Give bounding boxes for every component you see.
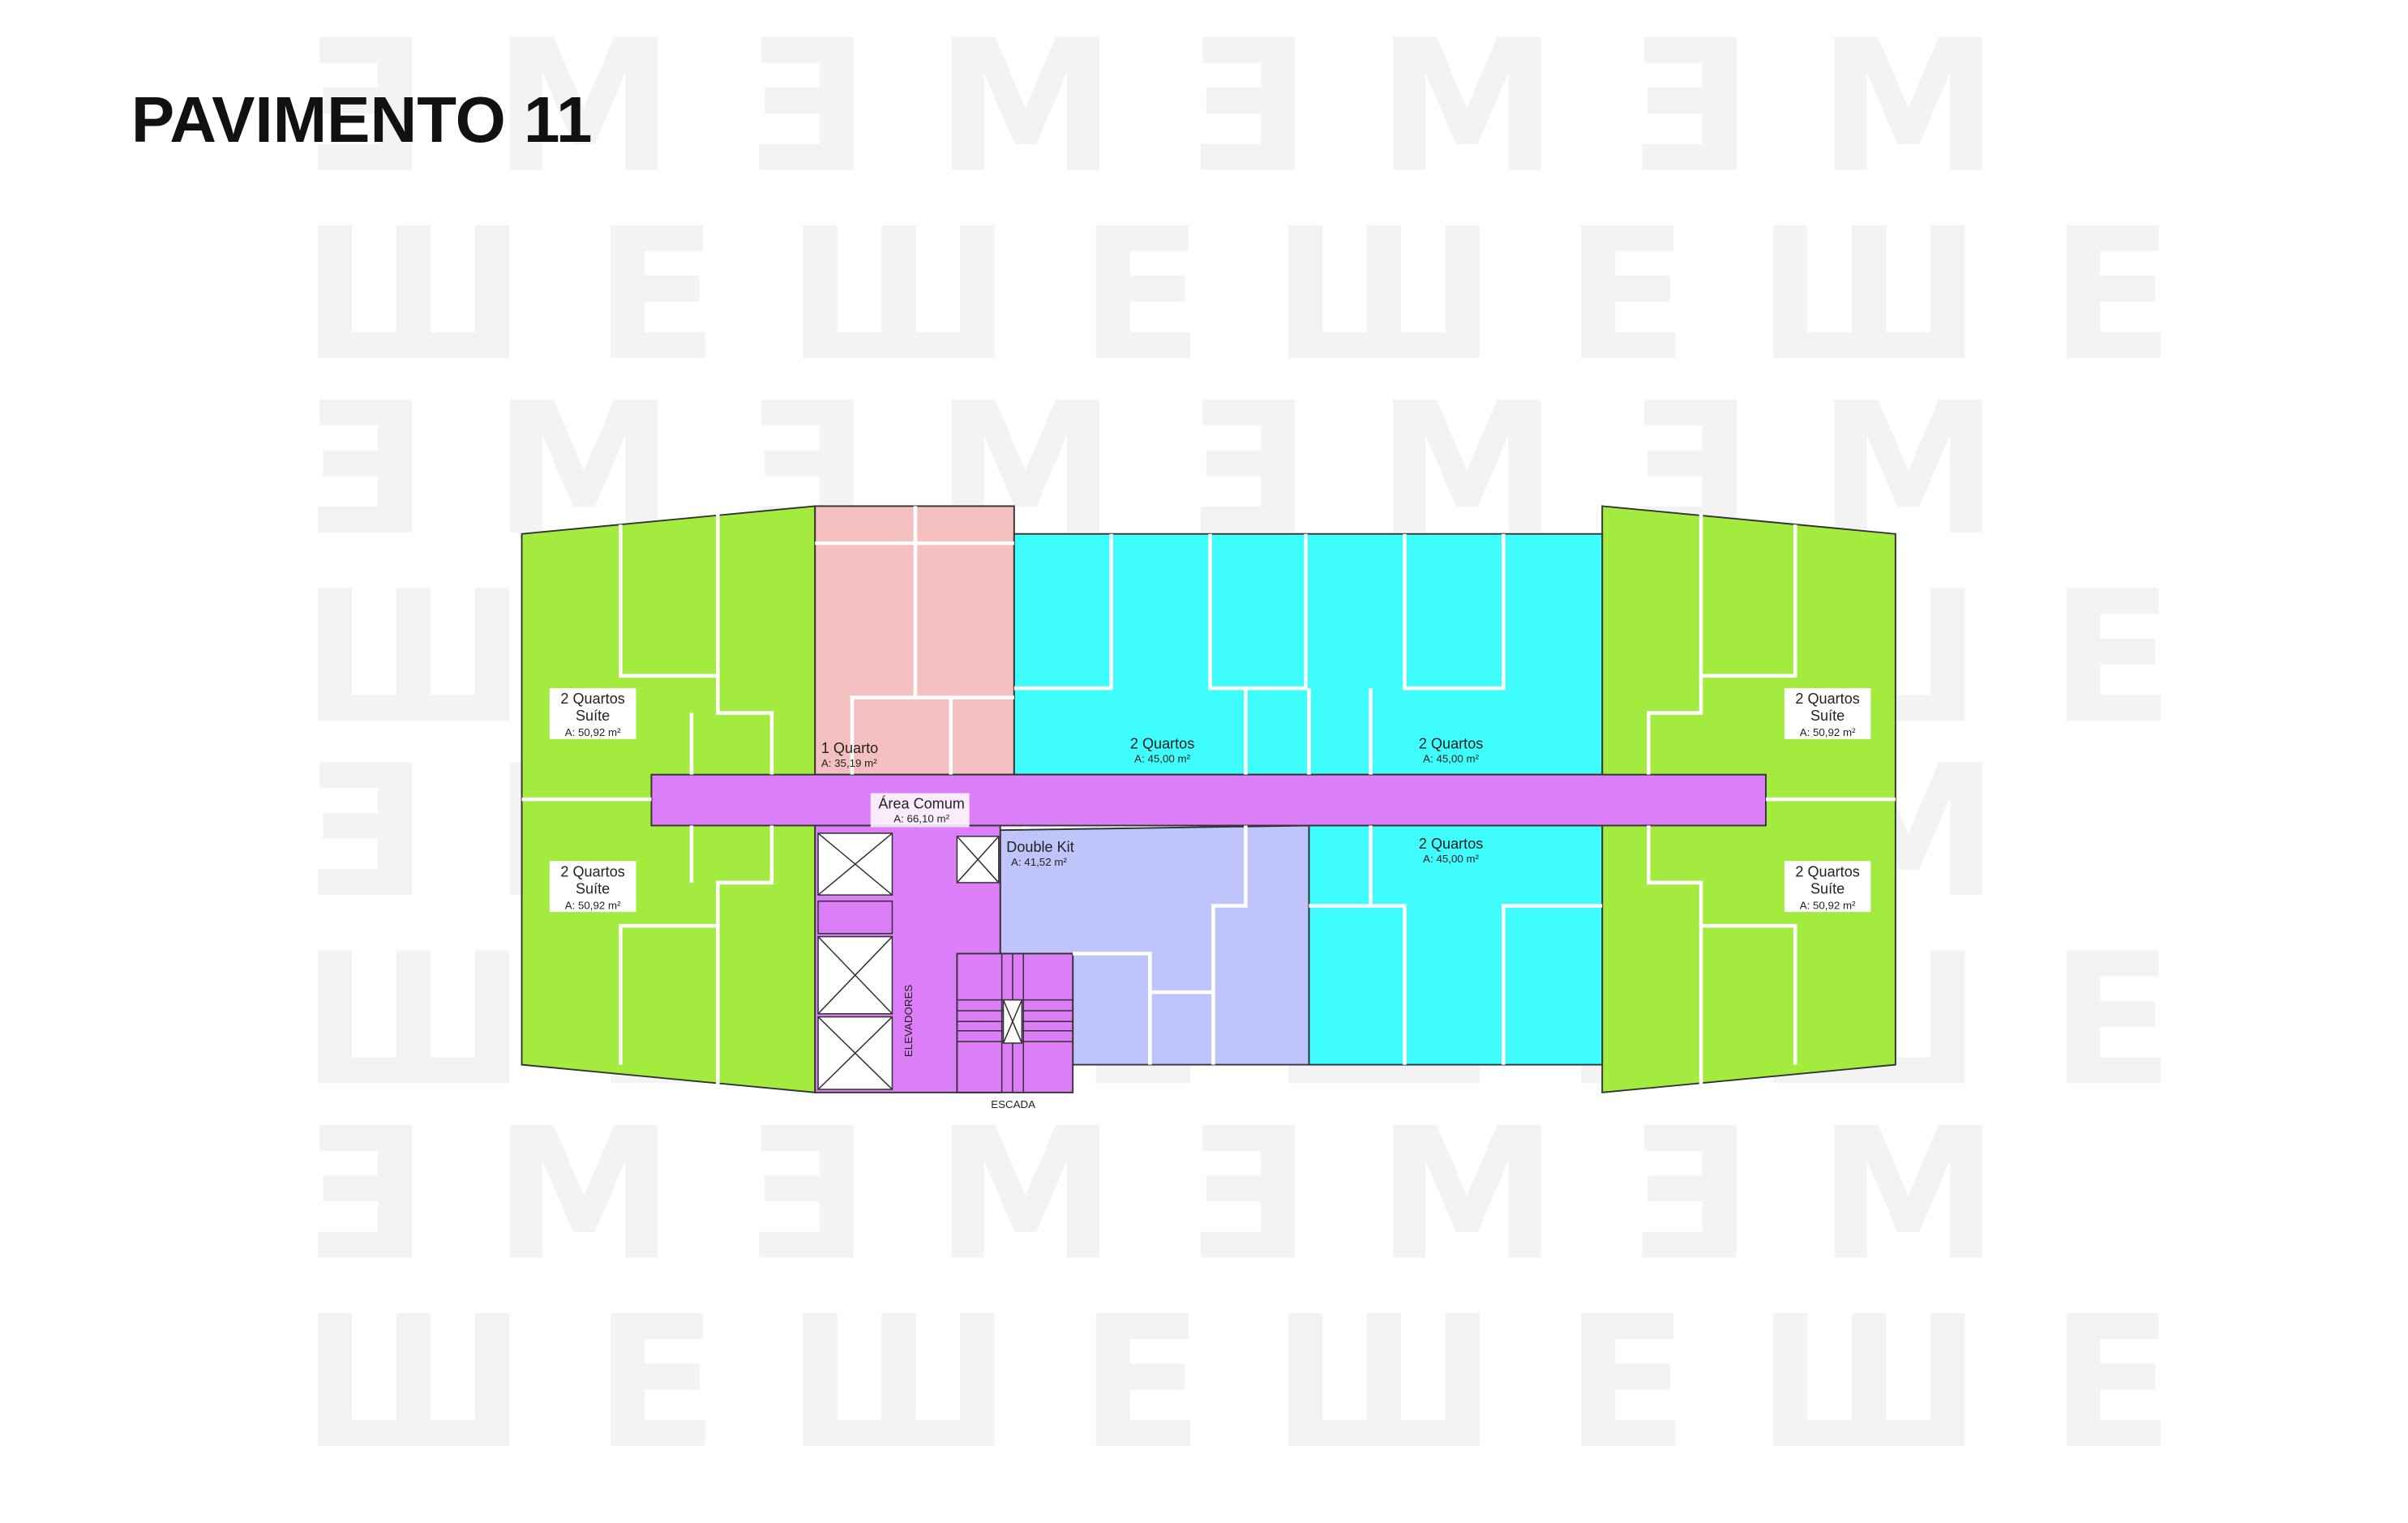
svg-text:Suíte: Suíte (576, 880, 610, 896)
unit-label-2-quartos-c: 2 Quartos A: 45,00 m² (1419, 836, 1483, 865)
unit-label-2-quartos-b: 2 Quartos A: 45,00 m² (1419, 735, 1483, 764)
svg-text:2 Quartos: 2 Quartos (560, 863, 624, 879)
svg-text:ƎMƎMƎMƎM: ƎMƎMƎMƎM (301, 1089, 2067, 1301)
svg-text:Double Kit: Double Kit (1006, 839, 1073, 855)
svg-text:A: 41,52 m²: A: 41,52 m² (1011, 856, 1067, 868)
elevators-label: ELEVADORES (902, 985, 915, 1057)
svg-text:ШEШEШEШE: ШEШEШEШE (301, 189, 2242, 401)
svg-text:A: 66,10 m²: A: 66,10 m² (893, 813, 949, 825)
page-title: PAVIMENTO 11 (131, 83, 593, 156)
common-area-corridor[interactable] (650, 773, 1767, 827)
unit-label-right-top: 2 Quartos Suíte A: 50,92 m² (1784, 688, 1871, 739)
svg-text:A: 50,92 m²: A: 50,92 m² (1800, 726, 1856, 738)
svg-text:Suíte: Suíte (1810, 880, 1845, 896)
svg-text:Área Comum: Área Comum (878, 796, 965, 812)
svg-text:A: 50,92 m²: A: 50,92 m² (565, 899, 621, 911)
svg-text:1 Quarto: 1 Quarto (821, 740, 878, 756)
unit-label-2-quartos-a: 2 Quartos A: 45,00 m² (1130, 735, 1194, 764)
svg-text:A: 50,92 m²: A: 50,92 m² (565, 726, 621, 738)
unit-label-left-bottom: 2 Quartos Suíte A: 50,92 m² (549, 861, 636, 913)
svg-text:A: 35,19 m²: A: 35,19 m² (821, 757, 877, 769)
unit-2-quartos-bottom[interactable] (1308, 824, 1604, 1066)
svg-text:A: 45,00 m²: A: 45,00 m² (1134, 752, 1190, 764)
svg-text:2 Quartos: 2 Quartos (1795, 863, 1859, 879)
svg-text:A: 50,92 m²: A: 50,92 m² (1800, 899, 1856, 911)
interior-walls (521, 506, 1896, 1085)
unit-label-1-quarto: 1 Quarto A: 35,19 m² (821, 740, 878, 769)
unit-label-right-bottom: 2 Quartos Suíte A: 50,92 m² (1784, 861, 1871, 913)
svg-text:2 Quartos: 2 Quartos (1419, 735, 1483, 751)
svg-text:Suíte: Suíte (576, 708, 610, 724)
unit-label-left-top: 2 Quartos Suíte A: 50,92 m² (549, 688, 636, 739)
stairs-label: ESCADA (991, 1098, 1035, 1110)
svg-text:2 Quartos: 2 Quartos (1419, 836, 1483, 852)
unit-label-double-kit: Double Kit A: 41,52 m² (1006, 839, 1073, 868)
svg-text:2 Quartos: 2 Quartos (560, 691, 624, 707)
svg-text:ШEШEШEШE: ШEШEШEШE (301, 1277, 2242, 1489)
svg-text:ƎMƎMƎMƎM: ƎMƎMƎMƎM (301, 0, 2067, 212)
svg-text:2 Quartos: 2 Quartos (1130, 735, 1194, 751)
unit-label-area-comum: Área Comum A: 66,10 m² (870, 793, 970, 828)
svg-text:A: 45,00 m²: A: 45,00 m² (1423, 752, 1479, 764)
svg-text:A: 45,00 m²: A: 45,00 m² (1423, 853, 1479, 865)
elevators (817, 832, 1073, 1093)
svg-text:Suíte: Suíte (1810, 708, 1845, 724)
svg-text:2 Quartos: 2 Quartos (1795, 691, 1859, 707)
